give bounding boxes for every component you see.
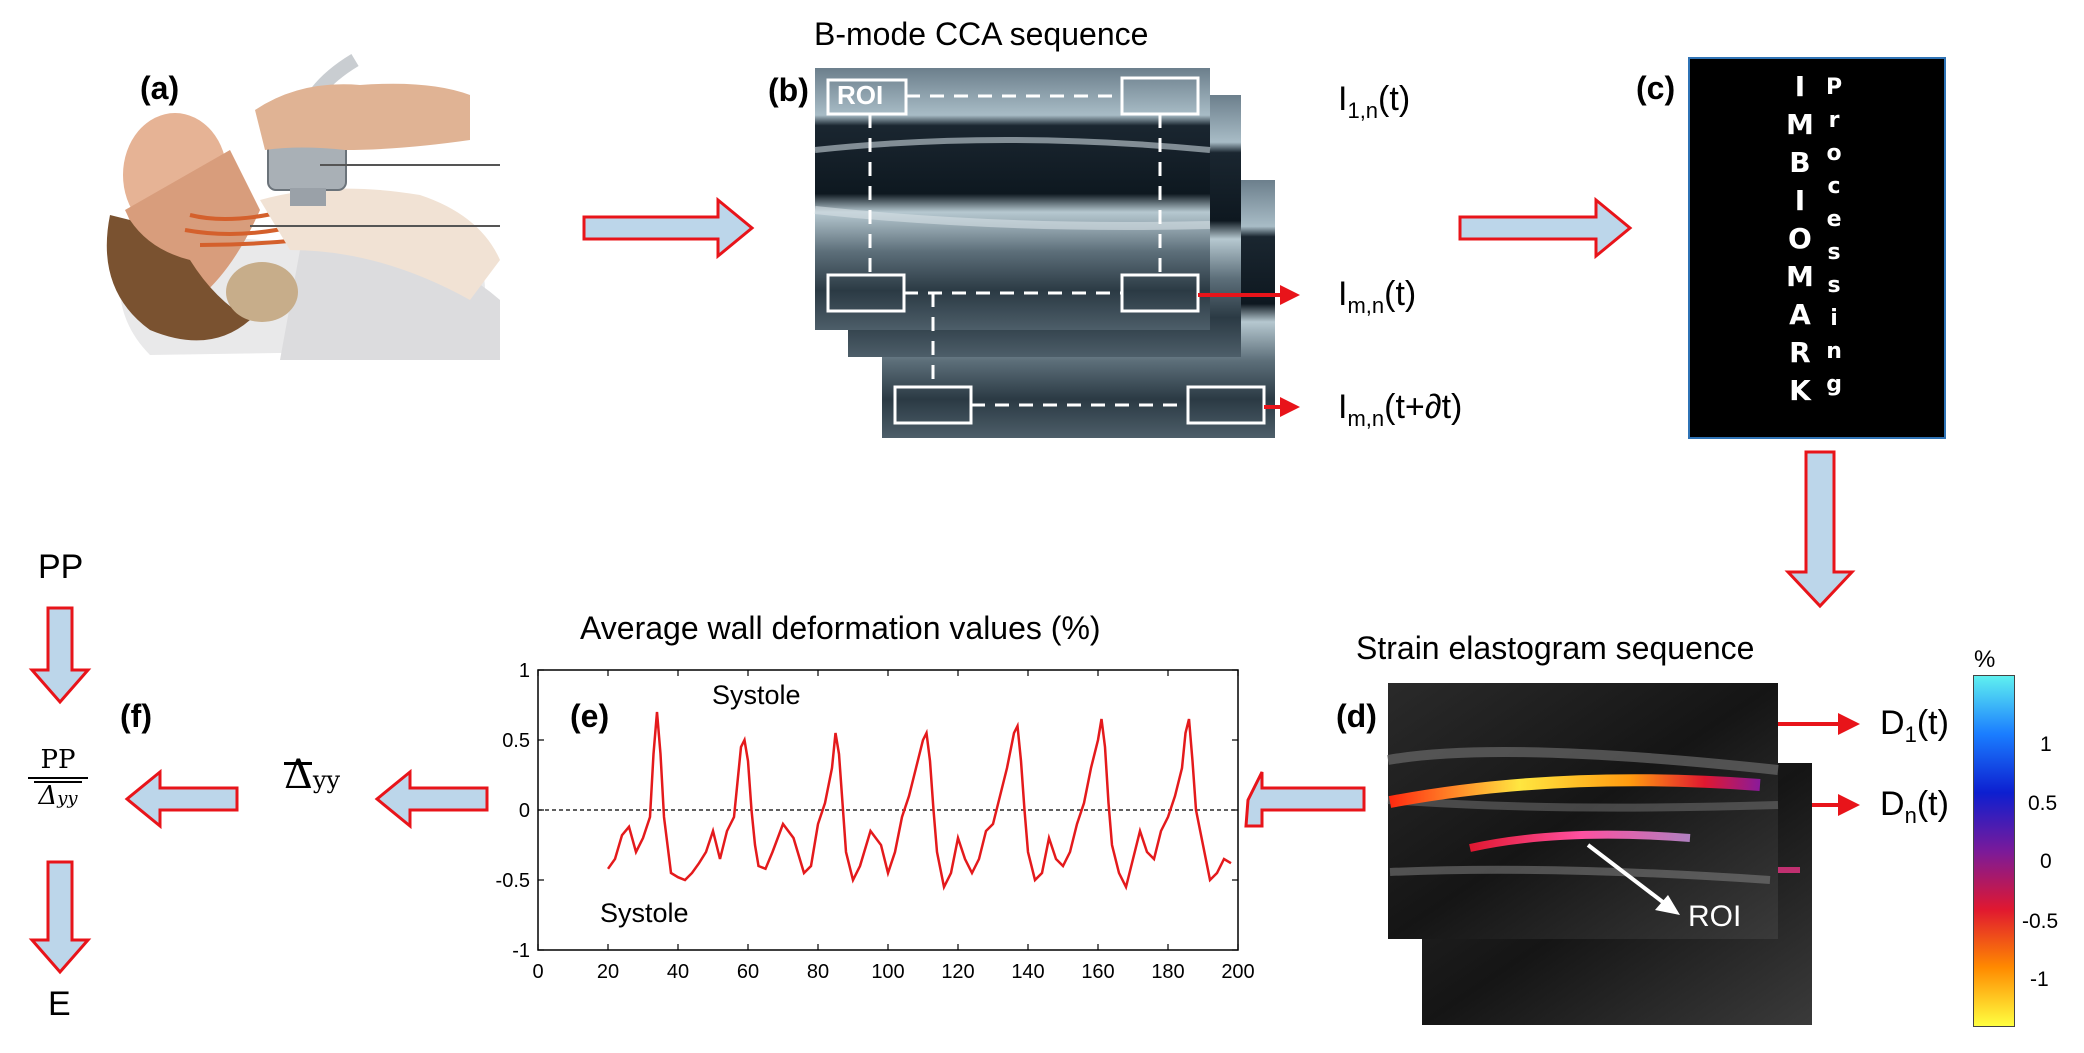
arrow-a-to-b xyxy=(582,196,755,260)
y-tick-label: 0 xyxy=(519,800,530,822)
pp-over-delta-fraction: PP Δyy xyxy=(28,745,88,811)
processing-letter: I xyxy=(1794,184,1806,217)
x-tick-label: 0 xyxy=(532,961,543,983)
colorbar-tick-0: 0 xyxy=(2040,850,2052,873)
arrow-b-to-c xyxy=(1458,196,1633,260)
colorbar-tick-neg1: -1 xyxy=(2030,968,2049,991)
panel-label-a: (a) xyxy=(140,70,180,106)
processing-letter: c xyxy=(1827,174,1841,199)
arrow-pp-down xyxy=(28,606,92,705)
frame-label-m: Im,n(t) xyxy=(1338,275,1417,318)
processing-letter: n xyxy=(1826,339,1842,364)
e-label: E xyxy=(48,985,71,1023)
x-tick-label: 80 xyxy=(807,961,829,983)
panel-label-c: (c) xyxy=(1636,70,1676,106)
arrow-f-down xyxy=(28,860,92,975)
frame-label-m-dt: Im,n(t+∂t) xyxy=(1338,388,1463,431)
frame-label-1: I1,n(t) xyxy=(1338,80,1411,123)
processing-letter: K xyxy=(1789,374,1811,407)
strain-colorbar xyxy=(1973,675,2015,1027)
processing-letter: o xyxy=(1826,141,1842,166)
y-tick-label: -0.5 xyxy=(496,870,530,892)
x-tick-label: 180 xyxy=(1151,961,1184,983)
panel-label-b: (b) xyxy=(768,72,809,108)
processing-letter: s xyxy=(1827,273,1841,298)
processing-letter: e xyxy=(1826,207,1842,232)
processing-letter: O xyxy=(1788,222,1812,255)
processing-letter: M xyxy=(1786,108,1814,141)
roi-box-label: ROI xyxy=(837,80,884,110)
processing-letter: B xyxy=(1789,146,1811,179)
colorbar-unit: % xyxy=(1974,646,1996,673)
x-tick-label: 20 xyxy=(597,961,619,983)
colorbar-tick-1: 1 xyxy=(2040,733,2052,756)
panel-label-e: (e) xyxy=(570,698,610,734)
chart-title: Average wall deformation values (%) xyxy=(580,610,1101,646)
x-tick-label: 60 xyxy=(737,961,759,983)
deformation-series-line xyxy=(606,711,1232,891)
x-tick-label: 120 xyxy=(941,961,974,983)
processing-letter: A xyxy=(1789,298,1811,331)
processing-letter: r xyxy=(1828,108,1840,133)
processing-letter: s xyxy=(1827,240,1841,265)
arrow-d-to-e xyxy=(1244,771,1366,828)
arrow-delta-to-f xyxy=(124,768,239,830)
bmode-title: B-mode CCA sequence xyxy=(814,16,1149,52)
elastogram-roi-label: ROI xyxy=(1688,900,1742,933)
pp-label: PP xyxy=(38,548,84,586)
panel-label-d: (d) xyxy=(1336,698,1377,734)
panel-label-f: (f) xyxy=(120,698,152,734)
x-tick-label: 200 xyxy=(1221,961,1254,983)
output-d1: D1(t) xyxy=(1880,704,1949,747)
processing-letter: M xyxy=(1786,260,1814,293)
processing-letter: P xyxy=(1826,75,1843,100)
colorbar-tick-0.5: 0.5 xyxy=(2028,792,2058,815)
processing-letter: g xyxy=(1826,372,1842,397)
y-tick-label: -1 xyxy=(512,940,530,962)
systole-annotation-bottom: Systole xyxy=(600,898,689,928)
processing-letter: i xyxy=(1830,306,1838,331)
arrow-c-to-d xyxy=(1784,450,1856,609)
x-tick-label: 160 xyxy=(1081,961,1114,983)
processing-letter: R xyxy=(1789,336,1811,369)
y-tick-label: 0.5 xyxy=(502,730,530,752)
processing-letter: I xyxy=(1794,70,1806,103)
arrow-e-to-delta xyxy=(374,768,489,830)
elastogram-title: Strain elastogram sequence xyxy=(1356,630,1755,666)
delta-yy-bar: Δyy xyxy=(284,752,341,798)
output-dn: Dn(t) xyxy=(1880,785,1949,828)
x-tick-label: 100 xyxy=(871,961,904,983)
colorbar-tick-neg0.5: -0.5 xyxy=(2022,910,2059,933)
x-tick-label: 140 xyxy=(1011,961,1044,983)
x-tick-label: 40 xyxy=(667,961,689,983)
y-tick-label: 1 xyxy=(519,660,530,682)
systole-annotation-top: Systole xyxy=(712,680,801,710)
